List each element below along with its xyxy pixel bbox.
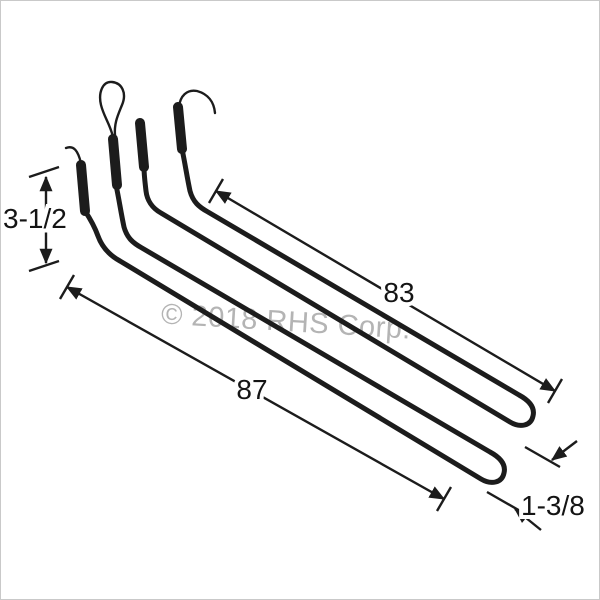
heating-element: [64, 80, 536, 485]
element-tubes: [82, 146, 536, 485]
dimension-labels: 3-1/2 83 87 1-3/8: [1, 199, 589, 525]
leader-arrow-lower: [513, 508, 542, 531]
dimension-line: [65, 285, 446, 501]
lead-wire-loop: [98, 80, 126, 139]
extension-tick-upper: [524, 445, 561, 469]
label-end-spacing: 1-3/8: [521, 490, 585, 521]
lead-wire-hook: [64, 146, 83, 165]
hairpin-tube-lower: [82, 182, 507, 485]
label-lower-length: 87: [236, 374, 267, 405]
label-upper-length: 83: [383, 277, 414, 308]
lead-wires: [64, 80, 217, 165]
lead-wire-right: [177, 89, 217, 115]
dimensions: [28, 165, 578, 531]
terminal-2: [108, 134, 122, 190]
dimension-lower-length: [58, 274, 453, 512]
element-terminals: [76, 102, 187, 216]
leader-arrow-upper: [550, 440, 578, 461]
terminal-3: [135, 118, 149, 172]
hairpin-tube-upper: [141, 146, 536, 428]
dimension-end-spacing: [486, 440, 578, 531]
label-terminal-height: 3-1/2: [3, 203, 67, 234]
terminal-1: [76, 160, 90, 216]
terminal-4: [173, 102, 187, 154]
extension-tick-top: [28, 165, 60, 179]
extension-tick-bottom: [28, 259, 60, 273]
dimension-terminal-height: [28, 165, 60, 273]
